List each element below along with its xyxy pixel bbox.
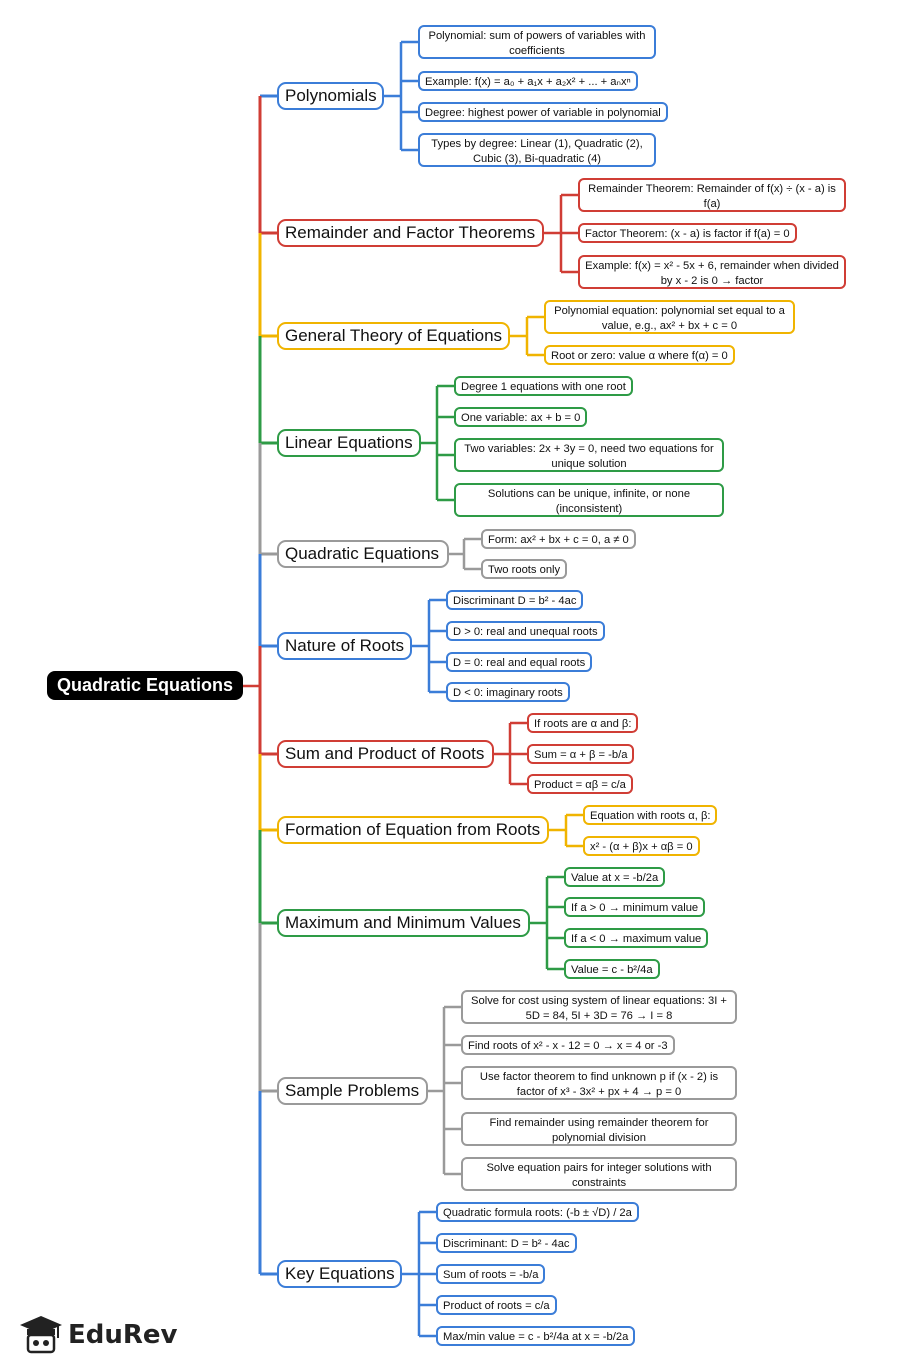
leaf-node: Types by degree: Linear (1), Quadratic (… (418, 133, 656, 167)
branch-node: Sum and Product of Roots (277, 740, 494, 768)
leaf-node: Remainder Theorem: Remainder of f(x) ÷ (… (578, 178, 846, 212)
brand-logo: EduRev (18, 1314, 178, 1356)
leaf-node: Discriminant: D = b² - 4ac (436, 1233, 577, 1253)
leaf-node: Polynomial: sum of powers of variables w… (418, 25, 656, 59)
branch-node: General Theory of Equations (277, 322, 510, 350)
graduation-cap-icon (20, 1316, 62, 1354)
leaf-node: Factor Theorem: (x - a) is factor if f(a… (578, 223, 797, 243)
leaf-node: If a > 0 → minimum value (564, 897, 706, 917)
leaf-node: Example: f(x) = x² - 5x + 6, remainder w… (578, 255, 846, 289)
branch-node: Polynomials (277, 82, 384, 110)
leaf-node: Value = c - b²/4a (564, 959, 660, 979)
leaf-node: Equation with roots α, β: (583, 805, 718, 825)
branch-node: Key Equations (277, 1260, 402, 1288)
leaf-node: Root or zero: value α where f(α) = 0 (544, 345, 735, 365)
leaf-node: If roots are α and β: (527, 713, 639, 733)
leaf-node: Product = αβ = c/a (527, 774, 633, 794)
leaf-node: One variable: ax + b = 0 (454, 407, 588, 427)
branch-node: Quadratic Equations (277, 540, 449, 568)
leaf-node: Find remainder using remainder theorem f… (461, 1112, 737, 1146)
leaf-node: D > 0: real and unequal roots (446, 621, 605, 641)
leaf-node: Form: ax² + bx + c = 0, a ≠ 0 (481, 529, 636, 549)
leaf-node: Degree: highest power of variable in pol… (418, 102, 668, 122)
leaf-node: Solve equation pairs for integer solutio… (461, 1157, 737, 1191)
brand-name: EduRev (68, 1320, 178, 1350)
leaf-node: x² - (α + β)x + αβ = 0 (583, 836, 700, 856)
leaf-node: Find roots of x² - x - 12 = 0 → x = 4 or… (461, 1035, 675, 1055)
branch-node: Formation of Equation from Roots (277, 816, 549, 844)
leaf-node: D < 0: imaginary roots (446, 682, 570, 702)
leaf-node: Solve for cost using system of linear eq… (461, 990, 737, 1024)
leaf-node: Two variables: 2x + 3y = 0, need two equ… (454, 438, 724, 472)
leaf-node: Discriminant D = b² - 4ac (446, 590, 584, 610)
leaf-node: Max/min value = c - b²/4a at x = -b/2a (436, 1326, 636, 1346)
leaf-node: Quadratic formula roots: (-b ± √D) / 2a (436, 1202, 639, 1222)
leaf-node: Degree 1 equations with one root (454, 376, 633, 396)
leaf-node: Example: f(x) = a₀ + a₁x + a₂x² + ... + … (418, 71, 638, 91)
leaf-node: Sum of roots = -b/a (436, 1264, 546, 1284)
branch-node: Sample Problems (277, 1077, 428, 1105)
leaf-node: Product of roots = c/a (436, 1295, 557, 1315)
leaf-node: Value at x = -b/2a (564, 867, 666, 887)
leaf-node: If a < 0 → maximum value (564, 928, 709, 948)
leaf-node: Two roots only (481, 559, 568, 579)
root-node: Quadratic Equations (47, 671, 243, 700)
leaf-node: Solutions can be unique, infinite, or no… (454, 483, 724, 517)
leaf-node: Sum = α + β = -b/a (527, 744, 635, 764)
leaf-node: Use factor theorem to find unknown p if … (461, 1066, 737, 1100)
branch-node: Nature of Roots (277, 632, 412, 660)
branch-node: Linear Equations (277, 429, 421, 457)
leaf-node: D = 0: real and equal roots (446, 652, 593, 672)
leaf-node: Polynomial equation: polynomial set equa… (544, 300, 795, 334)
branch-node: Maximum and Minimum Values (277, 909, 530, 937)
branch-node: Remainder and Factor Theorems (277, 219, 544, 247)
